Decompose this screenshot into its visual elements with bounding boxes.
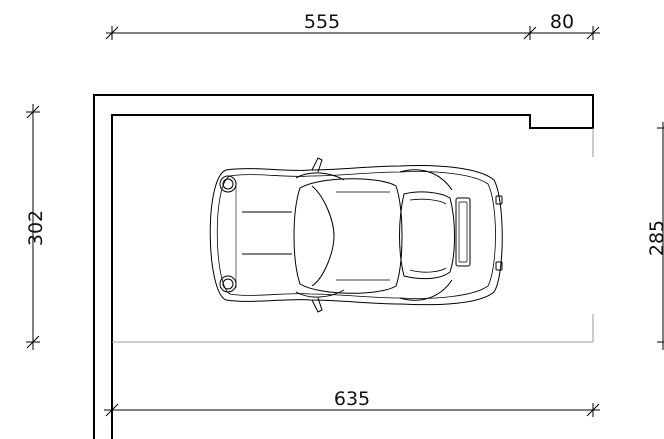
dimension-left-302: 302 [25, 104, 47, 350]
dimension-right-285: 285 [646, 122, 664, 350]
floor-outline [112, 128, 594, 343]
dimension-label-302: 302 [25, 210, 47, 246]
dimension-top-555: 555 [105, 11, 537, 40]
dimension-label-80: 80 [550, 11, 574, 33]
dimension-top-80: 80 [530, 11, 600, 40]
dimension-bottom-635: 635 [104, 388, 600, 417]
dimension-label-635: 635 [334, 388, 370, 410]
garage-walls [93, 94, 594, 439]
car-top-view [209, 157, 503, 313]
dimension-label-285: 285 [646, 220, 664, 256]
dimension-label-555: 555 [304, 11, 340, 33]
